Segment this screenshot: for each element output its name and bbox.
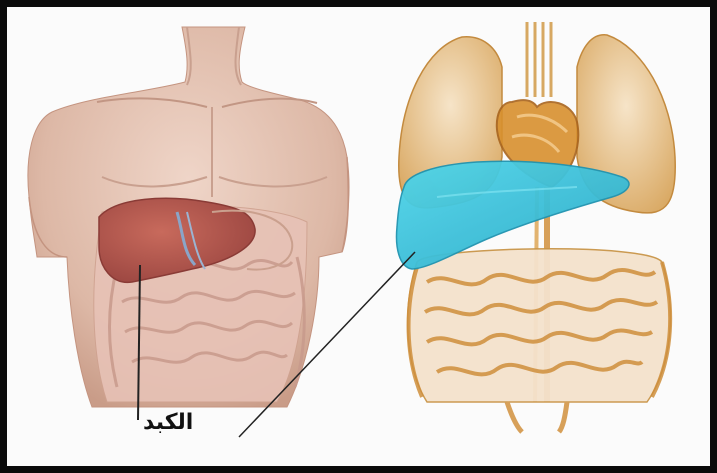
torso-figure [28, 27, 349, 420]
illustration [7, 7, 717, 473]
liver-label: الكبد [143, 410, 193, 435]
